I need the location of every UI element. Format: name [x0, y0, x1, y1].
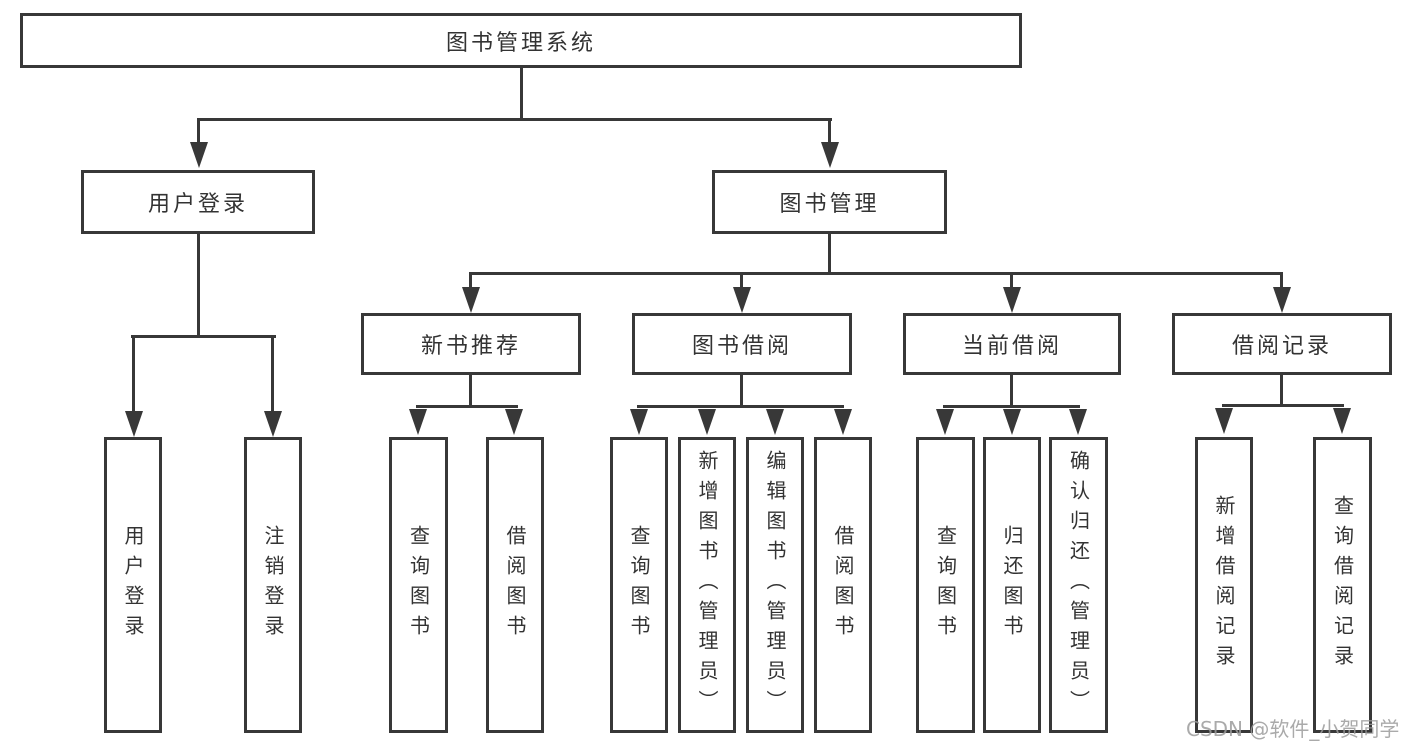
- node-borrow-records: 借阅记录: [1172, 313, 1392, 375]
- connector-user-drop: [197, 118, 200, 144]
- connector-user-stem: [197, 234, 200, 335]
- connector-newbook-stem: [469, 375, 472, 405]
- leaf-return-books-label: 归还图书: [1000, 525, 1024, 645]
- connector-mgmt-stem: [828, 234, 831, 272]
- leaf-current-query-books-label: 查询图书: [933, 525, 958, 645]
- leaf-add-borrow-record-label: 新增借阅记录: [1212, 495, 1236, 675]
- arrow-down-icon: [1215, 408, 1233, 434]
- leaf-query-borrow-record-label: 查询借阅记录: [1330, 495, 1355, 675]
- arrow-down-icon: [1003, 409, 1021, 435]
- leaf-add-books-admin: 新增图书（管理员）: [678, 437, 736, 733]
- arrow-down-icon: [462, 287, 480, 313]
- leaf-newbook-query-books: 查询图书: [389, 437, 448, 733]
- csdn-watermark: CSDN @软件_小贺同学: [1186, 717, 1400, 741]
- arrow-down-icon: [264, 411, 282, 437]
- leaf-edit-books-admin: 编辑图书（管理员）: [746, 437, 804, 733]
- connector-borrow-stem: [740, 375, 743, 405]
- node-book-management-label: 图书管理: [779, 192, 880, 217]
- arrow-down-icon: [125, 411, 143, 437]
- arrow-down-icon: [505, 409, 523, 435]
- node-new-book-recommend-label: 新书推荐: [420, 334, 521, 359]
- node-book-borrow-label: 图书借阅: [691, 334, 792, 359]
- leaf-return-books: 归还图书: [983, 437, 1041, 733]
- connector-root-stem: [520, 68, 523, 118]
- connector-mgmt-bar: [469, 272, 1283, 275]
- leaf-query-borrow-record: 查询借阅记录: [1313, 437, 1372, 733]
- leaf-borrow-query-books-label: 查询图书: [627, 525, 651, 645]
- connector-current-stem: [1010, 375, 1013, 405]
- arrow-down-icon: [1273, 287, 1291, 313]
- leaf-add-borrow-record: 新增借阅记录: [1195, 437, 1253, 733]
- leaf-edit-books-admin-label: 编辑图书（管理员）: [763, 450, 787, 720]
- node-user-login: 用户登录: [81, 170, 315, 234]
- node-book-management: 图书管理: [712, 170, 947, 234]
- leaf-user-login-label: 用户登录: [121, 525, 145, 645]
- connector-l3-drop: [740, 272, 743, 289]
- arrow-down-icon: [766, 409, 784, 435]
- leaf-newbook-query-books-label: 查询图书: [406, 525, 431, 645]
- connector-records-bar: [1222, 404, 1344, 407]
- arrow-down-icon: [821, 142, 839, 168]
- node-current-borrow: 当前借阅: [903, 313, 1121, 375]
- leaf-current-query-books: 查询图书: [916, 437, 975, 733]
- connector-user-leaf-drop: [132, 335, 135, 413]
- connector-l3-drop: [469, 272, 472, 289]
- leaf-logout-label: 注销登录: [261, 525, 285, 645]
- node-current-borrow-label: 当前借阅: [961, 334, 1062, 359]
- leaf-add-books-admin-label: 新增图书（管理员）: [695, 450, 719, 720]
- arrow-down-icon: [1003, 287, 1021, 313]
- leaf-newbook-borrow-books-label: 借阅图书: [503, 525, 527, 645]
- arrow-down-icon: [630, 409, 648, 435]
- arrow-down-icon: [936, 409, 954, 435]
- leaf-confirm-return-admin: 确认归还（管理员）: [1049, 437, 1108, 733]
- node-new-book-recommend: 新书推荐: [361, 313, 581, 375]
- leaf-newbook-borrow-books: 借阅图书: [486, 437, 544, 733]
- connector-mgmt-drop: [828, 118, 831, 144]
- node-book-borrow: 图书借阅: [632, 313, 852, 375]
- node-user-login-label: 用户登录: [147, 192, 248, 217]
- leaf-borrow-query-books: 查询图书: [610, 437, 668, 733]
- leaf-user-login: 用户登录: [104, 437, 162, 733]
- arrow-down-icon: [733, 287, 751, 313]
- arrow-down-icon: [834, 409, 852, 435]
- connector-user-bar: [131, 335, 276, 338]
- leaf-borrow-books-label: 借阅图书: [831, 525, 855, 645]
- leaf-borrow-books: 借阅图书: [814, 437, 872, 733]
- connector-current-bar: [943, 405, 1080, 408]
- arrow-down-icon: [698, 409, 716, 435]
- connector-l3-drop: [1280, 272, 1283, 289]
- leaf-confirm-return-admin-label: 确认归还（管理员）: [1066, 450, 1091, 720]
- leaf-logout: 注销登录: [244, 437, 302, 733]
- connector-records-stem: [1280, 375, 1283, 407]
- connector-root-bar: [197, 118, 832, 121]
- arrow-down-icon: [190, 142, 208, 168]
- arrow-down-icon: [1333, 408, 1351, 434]
- connector-newbook-bar: [416, 405, 518, 408]
- node-library-system-label: 图书管理系统: [445, 30, 596, 56]
- node-library-system: 图书管理系统: [20, 13, 1022, 68]
- arrow-down-icon: [1069, 409, 1087, 435]
- connector-borrow-bar: [637, 405, 844, 408]
- arrow-down-icon: [409, 409, 427, 435]
- connector-user-leaf-drop: [271, 335, 274, 413]
- connector-l3-drop: [1010, 272, 1013, 289]
- node-borrow-records-label: 借阅记录: [1231, 334, 1332, 359]
